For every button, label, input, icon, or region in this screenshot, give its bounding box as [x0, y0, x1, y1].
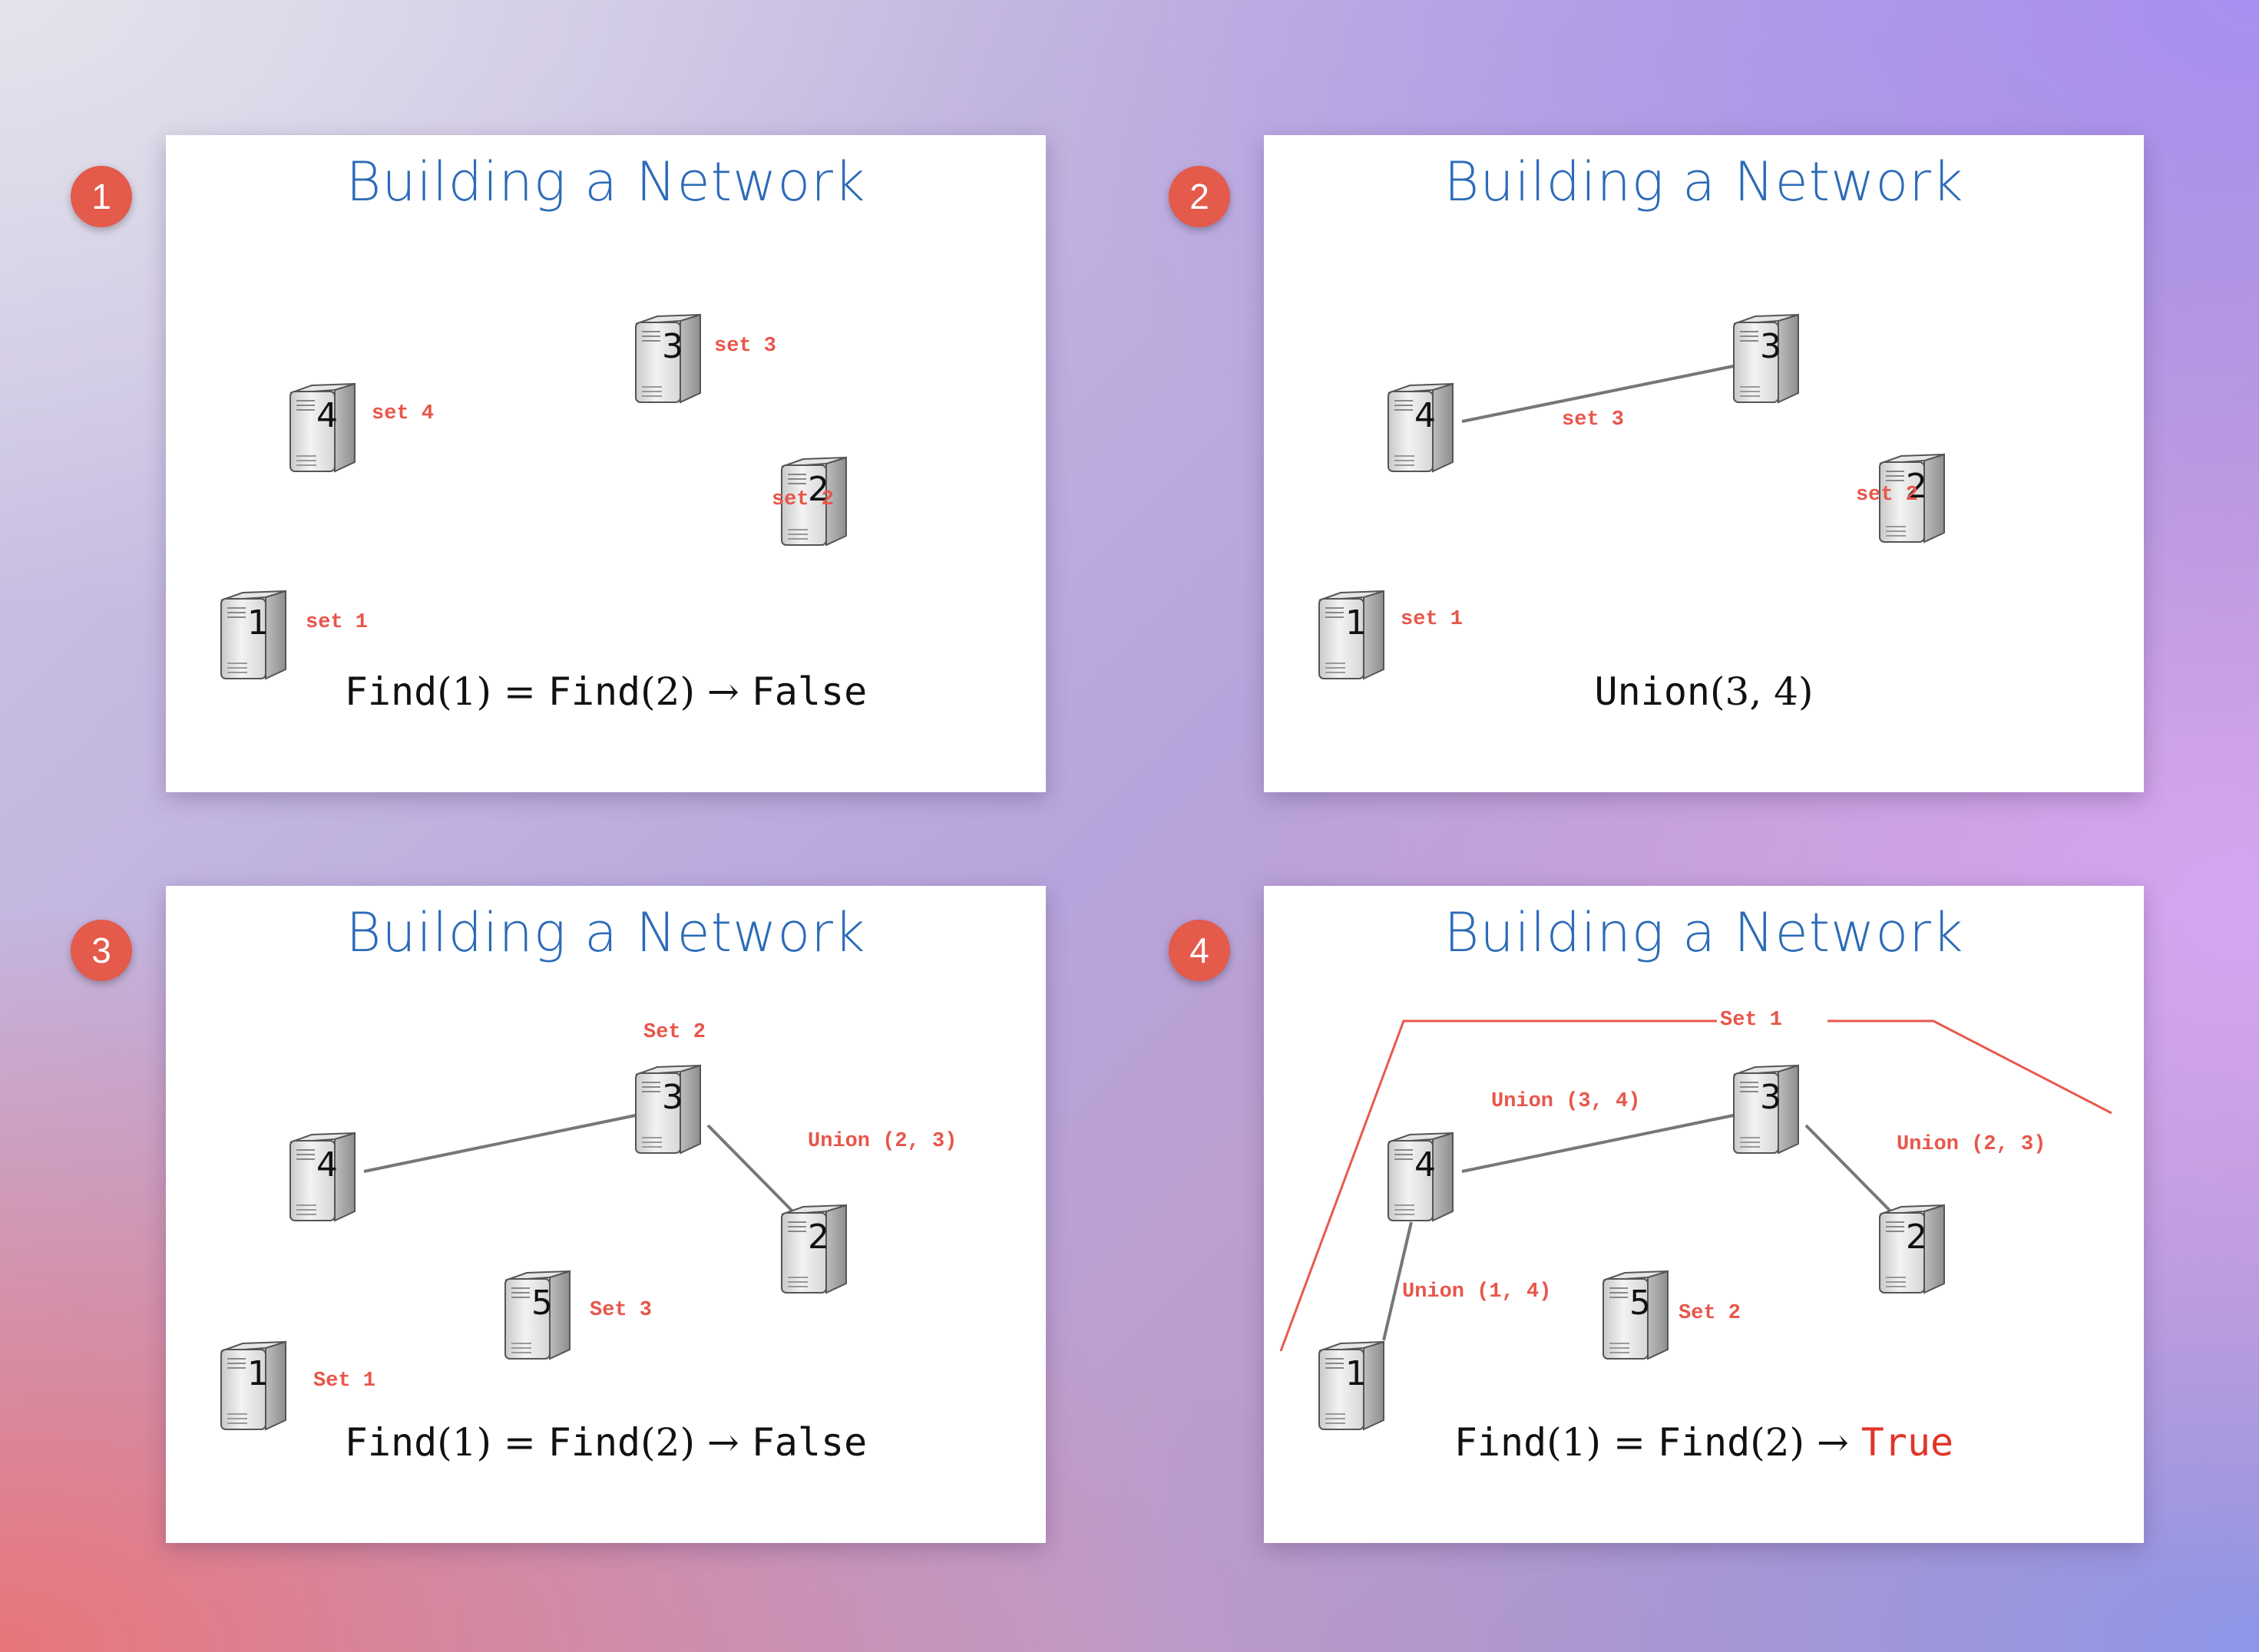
- slide-title: Building a Network: [346, 901, 866, 964]
- server-node-1: 1: [212, 1337, 296, 1437]
- slide-title: Building a Network: [346, 150, 866, 213]
- set-label: set 2: [1855, 484, 1918, 507]
- node-number: 1: [1345, 603, 1367, 643]
- edge-1-4: [1382, 1221, 1413, 1341]
- server-node-3: 3: [627, 1061, 711, 1161]
- server-node-4: 4: [1379, 1128, 1464, 1228]
- step-badge-2: 2: [1169, 166, 1230, 227]
- edge-4-3: [1461, 362, 1745, 423]
- slide-panel-1: Building a Network 4 3 2 1 set 4 set 3 s…: [166, 135, 1046, 792]
- edge-4-3: [363, 1112, 647, 1173]
- find-formula: Find(1) = Find(2) → False: [344, 1420, 868, 1465]
- node-number: 4: [316, 1145, 338, 1184]
- node-number: 3: [1760, 1078, 1781, 1117]
- node-number: 5: [1629, 1284, 1651, 1323]
- result-text: False: [751, 1420, 868, 1465]
- set-label: set 3: [1562, 408, 1625, 431]
- server-node-4: 4: [281, 379, 365, 479]
- node-number: 3: [1760, 327, 1781, 366]
- result-text: True: [1860, 1420, 1954, 1465]
- set-label: set 3: [714, 335, 777, 358]
- set-label: set 4: [372, 402, 435, 425]
- server-node-2: 2: [1870, 1201, 1955, 1300]
- union-label: Union (2, 3): [808, 1130, 958, 1153]
- node-number: 1: [1345, 1354, 1367, 1393]
- server-node-3: 3: [627, 310, 711, 410]
- union-formula: Union(3, 4): [1594, 669, 1814, 714]
- node-number: 2: [1906, 1218, 1927, 1257]
- node-number: 3: [662, 327, 683, 366]
- step-badge-4: 4: [1169, 920, 1230, 981]
- server-node-5: 5: [1594, 1267, 1679, 1366]
- server-node-2: 2: [772, 1201, 857, 1300]
- union-label: Union (1, 4): [1402, 1280, 1552, 1303]
- find-formula: Find(1) = Find(2) → True: [1454, 1420, 1954, 1465]
- set-label: set 1: [1401, 608, 1464, 631]
- server-node-1: 1: [1310, 1337, 1394, 1437]
- server-node-1: 1: [1310, 586, 1394, 686]
- server-node-1: 1: [212, 586, 296, 686]
- node-number: 4: [1414, 1145, 1436, 1184]
- set-label: Set 3: [590, 1299, 653, 1322]
- server-node-2: 2: [1870, 450, 1955, 550]
- set-label: set 1: [306, 611, 369, 634]
- server-node-2: 2: [772, 453, 857, 553]
- edge-4-3: [1461, 1112, 1745, 1173]
- server-node-4: 4: [1379, 379, 1464, 479]
- set-label: set 2: [771, 488, 834, 511]
- node-number: 4: [316, 396, 338, 435]
- slide-title: Building a Network: [1444, 150, 1964, 213]
- union-label: Union (3, 4): [1491, 1090, 1641, 1113]
- server-node-4: 4: [281, 1128, 365, 1228]
- node-number: 2: [808, 1218, 829, 1257]
- server-node-3: 3: [1725, 310, 1809, 410]
- find-formula: Find(1) = Find(2) → False: [344, 669, 868, 714]
- step-badge-1: 1: [71, 166, 132, 227]
- network-edges: [1461, 362, 1745, 423]
- slide-panel-3: Building a Network 4 3 2 5 1 Set 2 Union…: [166, 886, 1046, 1543]
- node-number: 5: [531, 1284, 553, 1323]
- result-text: False: [751, 669, 868, 714]
- node-number: 1: [247, 603, 269, 643]
- set-label: Set 2: [1679, 1302, 1741, 1325]
- set-boundary-right: [1827, 1019, 2112, 1115]
- set-label: Set 2: [643, 1021, 706, 1044]
- slide-panel-4: Building a Network 4 3 2 5 1 Set 1 Union…: [1264, 886, 2144, 1543]
- node-number: 1: [247, 1354, 269, 1393]
- union-label: Union (2, 3): [1897, 1133, 2046, 1156]
- slide-title: Building a Network: [1444, 901, 1964, 964]
- node-number: 3: [662, 1078, 683, 1117]
- set-label: Set 1: [1720, 1009, 1783, 1032]
- node-number: 2: [808, 470, 829, 509]
- set-boundary-left: [1279, 1019, 1717, 1352]
- node-number: 2: [1906, 467, 1927, 506]
- server-node-3: 3: [1725, 1061, 1809, 1161]
- step-badge-3: 3: [71, 920, 132, 981]
- server-node-5: 5: [496, 1267, 580, 1366]
- slide-panel-2: Building a Network 4 3 2 1 set 3 set 2 s…: [1264, 135, 2144, 792]
- node-number: 4: [1414, 396, 1436, 435]
- set-label: Set 1: [313, 1370, 376, 1393]
